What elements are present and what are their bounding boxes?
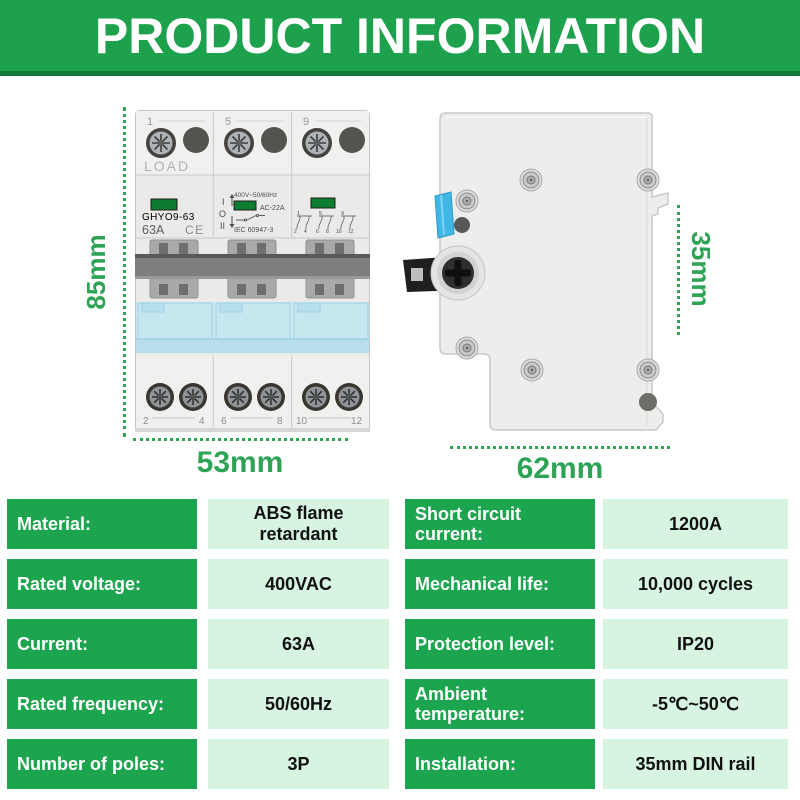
spec-label-material: Material: [7,499,197,549]
spec-value-rated-voltage: 400VAC [208,559,389,609]
spec-value-ambient-temperature: -5℃~50℃ [603,679,788,729]
dimension-label-53mm: 53mm [196,446,284,479]
terminal-covers [136,302,369,353]
dimension-label-35mm: 35mm [686,231,716,307]
diagram-bottom-number: 12 [348,229,354,235]
spec-label-number-of-poles: Number of poles: [7,739,197,789]
page-title: PRODUCT INFORMATION [94,7,706,64]
diagram-bottom-number: 4 [304,229,307,235]
spec-value-material: ABS flame retardant [208,499,389,549]
terminal-number: 8 [277,416,283,427]
terminal-hole-icon [261,127,287,153]
spec-label-current: Current: [7,619,197,669]
diagram-bottom-number: 10 [336,229,342,235]
terminal-number: 10 [296,416,308,427]
dimension-line-53mm [133,438,348,441]
spec-value-short-circuit-current: 1200A [603,499,788,549]
terminal-number: 12 [351,416,363,427]
hole-icon [639,393,657,411]
spec-value-installation: 35mm DIN rail [603,739,788,789]
pivot-screw-icon [430,245,486,301]
terminal-number: 1 [147,116,153,128]
spec-value-mechanical-life: 10,000 cycles [603,559,788,609]
spec-value-current: 63A [208,619,389,669]
spec-label-mechanical-life: Mechanical life: [405,559,595,609]
diagram-bottom-number: 8 [326,229,329,235]
terminal-hole-icon [339,127,365,153]
terminal-number: 6 [221,416,227,427]
position-ii-label: II [220,221,225,231]
ce-mark: CE [185,223,205,237]
side-view-image [403,112,669,431]
module-separators [136,112,369,428]
breaker-side-body [439,112,669,431]
terminal-number: 9 [303,116,309,128]
terminal-number: 2 [143,416,149,427]
changeover-diagram [296,215,356,229]
bottom-terminal-block [136,355,369,428]
standard-label: IEC 60947-3 [234,227,273,234]
spec-label-short-circuit-current: Short circuit current: [405,499,595,549]
handle-insert [411,268,423,281]
spec-value-rated-frequency: 50/60Hz [208,679,389,729]
dimension-label-62mm: 62mm [516,452,604,485]
spec-label-rated-frequency: Rated frequency: [7,679,197,729]
clip-highlight [440,194,445,236]
dimension-line-62mm [450,446,670,449]
dimension-line-35mm [677,205,680,335]
spec-label-protection-level: Protection level: [405,619,595,669]
spec-value-number-of-poles: 3P [208,739,389,789]
din-release-clip [434,191,455,239]
terminal-number: 4 [199,416,205,427]
header-banner: PRODUCT INFORMATION [0,0,800,76]
diagram-bottom-number: 6 [316,229,319,235]
load-label: LOAD [144,158,190,174]
front-view-image: 1 5 9 LOAD GHYO9-63 63A CE I O II 400V~5… [135,110,370,432]
dimension-line-85mm [123,107,126,437]
terminal-hole-icon [183,127,209,153]
bottom-edge [135,428,370,432]
spec-label-installation: Installation: [405,739,595,789]
switch-symbol-icon [236,213,265,222]
model-label: GHYO9-63 [142,212,195,223]
voltage-frequency-label: 400V~50/60Hz [234,192,277,199]
utilization-category-label: AC-22A [260,205,285,212]
dimension-label-85mm: 85mm [81,234,111,310]
position-i-label: I [222,197,225,207]
diagram-bottom-number: 2 [294,229,297,235]
indicator-window [150,198,178,211]
lock-bar [135,254,370,279]
diagram-terminal-number: 5 [319,211,322,217]
diagram-terminal-number: 9 [341,211,344,217]
diagram-terminal-number: 1 [297,211,300,217]
terminal-number: 5 [225,116,231,128]
indicator-window [233,200,257,211]
hole-icon [454,217,470,233]
position-arrowheads [229,194,235,228]
rated-current-label: 63A [142,223,165,237]
position-o-label: O [219,209,226,219]
spec-label-rated-voltage: Rated voltage: [7,559,197,609]
indicator-window [310,197,336,209]
spec-label-ambient-temperature: Ambient temperature: [405,679,595,729]
spec-value-protection-level: IP20 [603,619,788,669]
